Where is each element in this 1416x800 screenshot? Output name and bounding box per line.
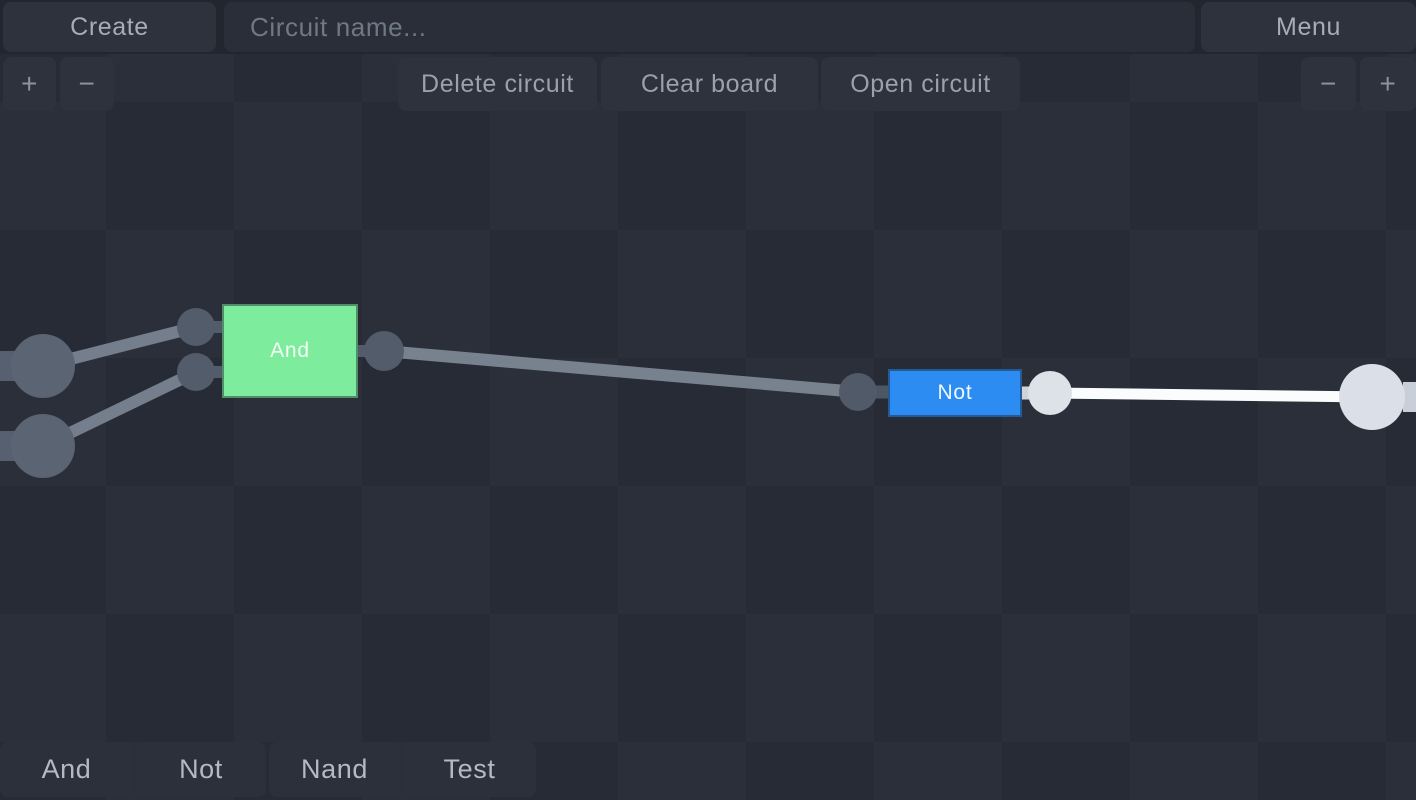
and-output-node[interactable] — [364, 331, 404, 371]
not-input-node[interactable] — [839, 373, 877, 411]
palette-item-not[interactable]: Not — [136, 742, 266, 797]
not-gate[interactable]: Not — [888, 369, 1022, 417]
palette-item-nand[interactable]: Nand — [269, 742, 400, 797]
and-input-node-1[interactable] — [177, 308, 215, 346]
board-input-node-2[interactable] — [11, 414, 75, 478]
circuit-name-input[interactable] — [224, 2, 1195, 52]
menu-button[interactable]: Menu — [1201, 2, 1416, 52]
not-output-node[interactable] — [1028, 371, 1072, 415]
zoom-out-button-left[interactable]: − — [60, 57, 114, 111]
palette-item-test[interactable]: Test — [403, 742, 536, 797]
board-input-node-1[interactable] — [11, 334, 75, 398]
palette-item-and[interactable]: And — [0, 742, 133, 797]
board-output-node[interactable] — [1339, 364, 1405, 430]
clear-board-button[interactable]: Clear board — [601, 57, 818, 111]
zoom-out-button-right[interactable]: − — [1301, 57, 1356, 111]
and-gate[interactable]: And — [222, 304, 358, 398]
delete-circuit-button[interactable]: Delete circuit — [398, 57, 597, 111]
open-circuit-button[interactable]: Open circuit — [821, 57, 1020, 111]
create-button[interactable]: Create — [3, 2, 216, 52]
zoom-in-button-right[interactable]: + — [1360, 57, 1416, 111]
board-output-stub[interactable] — [1403, 382, 1416, 412]
wire-not-to-output[interactable] — [1049, 387, 1373, 403]
and-input-node-2[interactable] — [177, 353, 215, 391]
wire-and-to-not[interactable] — [383, 345, 859, 398]
zoom-in-button-left[interactable]: + — [3, 57, 56, 111]
